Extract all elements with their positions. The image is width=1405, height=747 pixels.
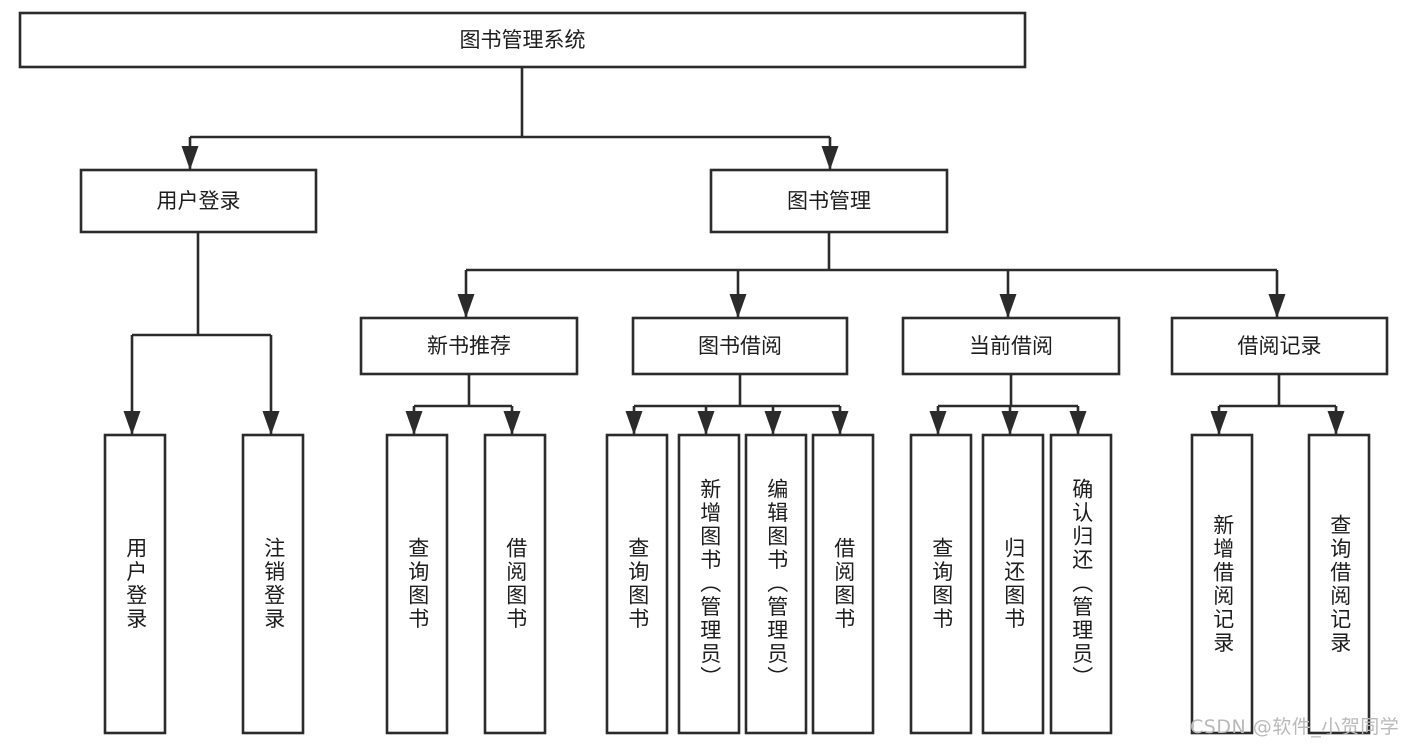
- node-box-new-book-rec[interactable]: [359, 316, 579, 376]
- conn-new-book-rec-bus: [405, 374, 521, 435]
- node-box-book-borrow[interactable]: [631, 316, 849, 376]
- connector-arrowhead: [625, 411, 643, 435]
- conn-book-manage-bus: [457, 232, 1286, 318]
- node-box-leaf-record-add[interactable]: [1190, 433, 1254, 735]
- node-label-user-login: 用户登录: [157, 189, 241, 213]
- conn-book-borrow-bus: [625, 374, 849, 435]
- node-box-leaf-borrow-add-book[interactable]: [677, 433, 741, 735]
- node-box-root[interactable]: [18, 11, 1027, 69]
- connector-arrowhead: [831, 411, 849, 435]
- connector-arrowhead: [457, 294, 475, 318]
- connector-arrowhead: [405, 411, 423, 435]
- connector-arrowhead: [123, 411, 141, 435]
- watermark-text: CSDN @软件_小贺同学: [1190, 716, 1400, 738]
- conn-current-borrow-bus: [929, 374, 1087, 435]
- node-box-leaf-current-confirm-return[interactable]: [1049, 433, 1113, 735]
- node-box-leaf-borrow-borrow-book[interactable]: [811, 433, 875, 735]
- nodes-layer: [18, 11, 1389, 735]
- node-box-borrow-record[interactable]: [1170, 316, 1389, 376]
- node-label-book-borrow: 图书借阅: [698, 334, 782, 358]
- connector-arrowhead: [1327, 411, 1345, 435]
- node-box-leaf-current-query-book[interactable]: [909, 433, 973, 735]
- node-box-leaf-user-login[interactable]: [103, 433, 167, 735]
- node-label-new-book-rec: 新书推荐: [427, 334, 511, 358]
- connector-arrowhead: [821, 146, 839, 170]
- connector-arrowhead: [1268, 294, 1286, 318]
- connector-arrowhead: [181, 146, 199, 170]
- connector-arrowhead: [764, 411, 782, 435]
- node-label-root: 图书管理系统: [460, 28, 586, 52]
- connectors-layer: [123, 67, 1345, 435]
- node-box-book-manage[interactable]: [709, 168, 949, 234]
- connector-arrowhead: [262, 411, 280, 435]
- connector-arrowhead: [1001, 411, 1019, 435]
- node-box-leaf-borrow-edit-book[interactable]: [744, 433, 808, 735]
- node-box-leaf-rec-query-book[interactable]: [385, 433, 449, 735]
- conn-borrow-record-bus: [1210, 374, 1345, 435]
- connector-arrowhead: [1069, 411, 1087, 435]
- node-box-leaf-current-return-book[interactable]: [981, 433, 1045, 735]
- node-box-leaf-user-logout[interactable]: [241, 433, 305, 735]
- node-box-user-login[interactable]: [79, 168, 318, 234]
- connector-arrowhead: [1210, 411, 1228, 435]
- node-box-leaf-record-query[interactable]: [1307, 433, 1371, 735]
- connector-arrowhead: [729, 294, 747, 318]
- node-box-current-borrow[interactable]: [901, 316, 1121, 376]
- node-label-book-manage: 图书管理: [787, 189, 871, 213]
- node-label-current-borrow: 当前借阅: [969, 334, 1053, 358]
- node-box-leaf-rec-borrow-book[interactable]: [483, 433, 547, 735]
- connector-arrowhead: [503, 411, 521, 435]
- node-label-borrow-record: 借阅记录: [1238, 334, 1322, 358]
- connector-arrowhead: [999, 294, 1017, 318]
- conn-root-bus: [181, 67, 839, 170]
- node-box-leaf-borrow-query-book[interactable]: [605, 433, 669, 735]
- connector-arrowhead: [929, 411, 947, 435]
- connector-arrowhead: [697, 411, 715, 435]
- conn-user-login-bus: [123, 232, 280, 435]
